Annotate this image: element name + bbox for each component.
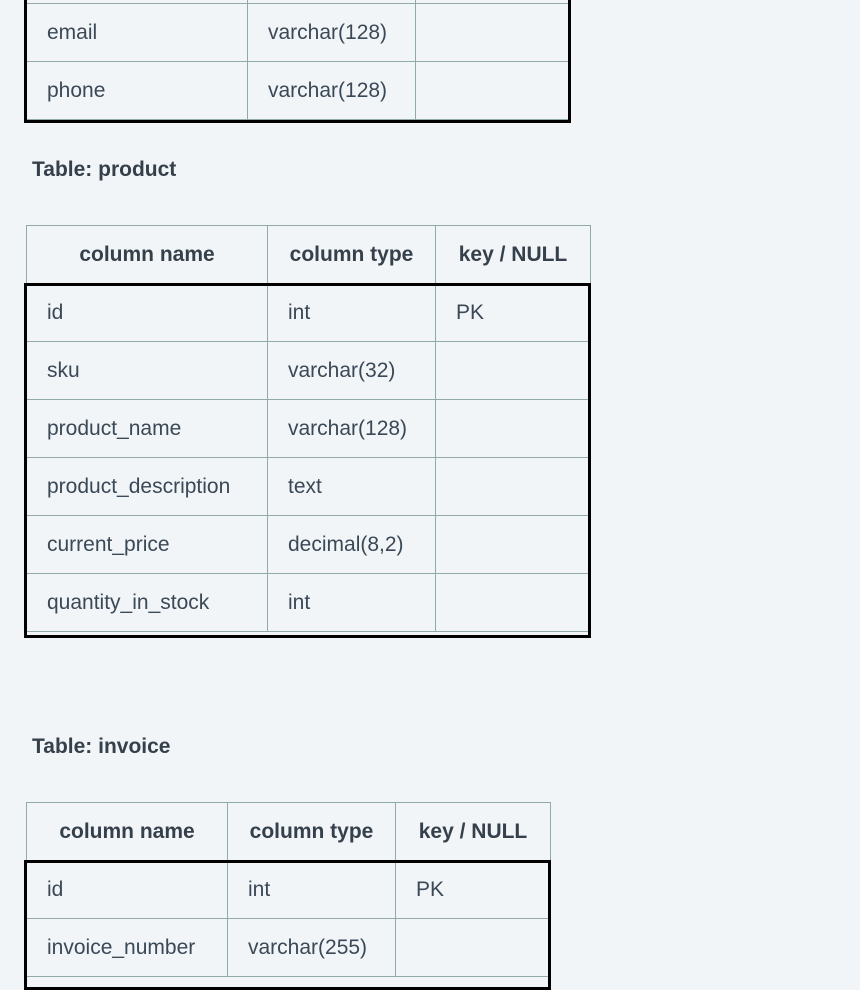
product-table-block: column name column type key / NULL id in… xyxy=(26,225,591,632)
table-row: current_price decimal(8,2) xyxy=(26,515,591,574)
column-name-cell: current_price xyxy=(26,515,268,574)
column-header: key / NULL xyxy=(395,802,551,861)
table-row: quantity_in_stock int xyxy=(26,573,591,632)
column-name-cell: product_description xyxy=(26,457,268,516)
key-null-cell xyxy=(415,3,569,62)
key-null-cell xyxy=(435,399,591,458)
table-row: product_name varchar(128) xyxy=(26,399,591,458)
column-type-cell: int xyxy=(267,573,436,632)
column-type-cell: varchar(128) xyxy=(247,61,416,120)
table-row: sku varchar(32) xyxy=(26,341,591,400)
key-null-cell xyxy=(435,341,591,400)
column-name-cell: id xyxy=(26,860,228,919)
table-header-row: column name column type key / NULL xyxy=(26,802,551,861)
invoice-table-title: Table: invoice xyxy=(32,735,171,758)
column-type-cell: varchar(128) xyxy=(247,3,416,62)
column-name-cell: quantity_in_stock xyxy=(26,573,268,632)
column-name-cell: invoice_number xyxy=(26,918,228,977)
table-row: email varchar(128) xyxy=(26,3,569,62)
key-null-cell xyxy=(435,515,591,574)
column-header: column name xyxy=(26,802,228,861)
column-type-cell: decimal(8,2) xyxy=(267,515,436,574)
column-type-cell: text xyxy=(267,457,436,516)
column-name-cell: product_name xyxy=(26,399,268,458)
column-name-cell: phone xyxy=(26,61,248,120)
column-type-cell: int xyxy=(227,860,396,919)
column-type-cell: varchar(255) xyxy=(227,918,396,977)
table-row: invoice_number varchar(255) xyxy=(26,918,551,977)
column-header: column type xyxy=(227,802,396,861)
product-table: column name column type key / NULL id in… xyxy=(26,225,591,632)
column-header: column type xyxy=(267,225,436,284)
customer-table: email varchar(128) phone varchar(128) xyxy=(26,0,569,120)
table-row: product_description text xyxy=(26,457,591,516)
column-header: column name xyxy=(26,225,268,284)
key-null-cell xyxy=(435,457,591,516)
table-row: phone varchar(128) xyxy=(26,61,569,120)
invoice-table: column name column type key / NULL id in… xyxy=(26,802,551,977)
key-null-cell xyxy=(435,573,591,632)
table-row: id int PK xyxy=(26,283,591,342)
invoice-table-block: column name column type key / NULL id in… xyxy=(26,802,551,977)
column-name-cell: sku xyxy=(26,341,268,400)
key-null-cell: PK xyxy=(395,860,551,919)
column-header: key / NULL xyxy=(435,225,591,284)
key-null-cell xyxy=(395,918,551,977)
table-row: id int PK xyxy=(26,860,551,919)
column-name-cell: id xyxy=(26,283,268,342)
column-type-cell: varchar(32) xyxy=(267,341,436,400)
key-null-cell: PK xyxy=(435,283,591,342)
column-type-cell: int xyxy=(267,283,436,342)
product-table-title: Table: product xyxy=(32,158,177,181)
column-type-cell: varchar(128) xyxy=(267,399,436,458)
key-null-cell xyxy=(415,61,569,120)
customer-table-block: email varchar(128) phone varchar(128) xyxy=(26,0,569,120)
table-header-row: column name column type key / NULL xyxy=(26,225,591,284)
column-name-cell: email xyxy=(26,3,248,62)
